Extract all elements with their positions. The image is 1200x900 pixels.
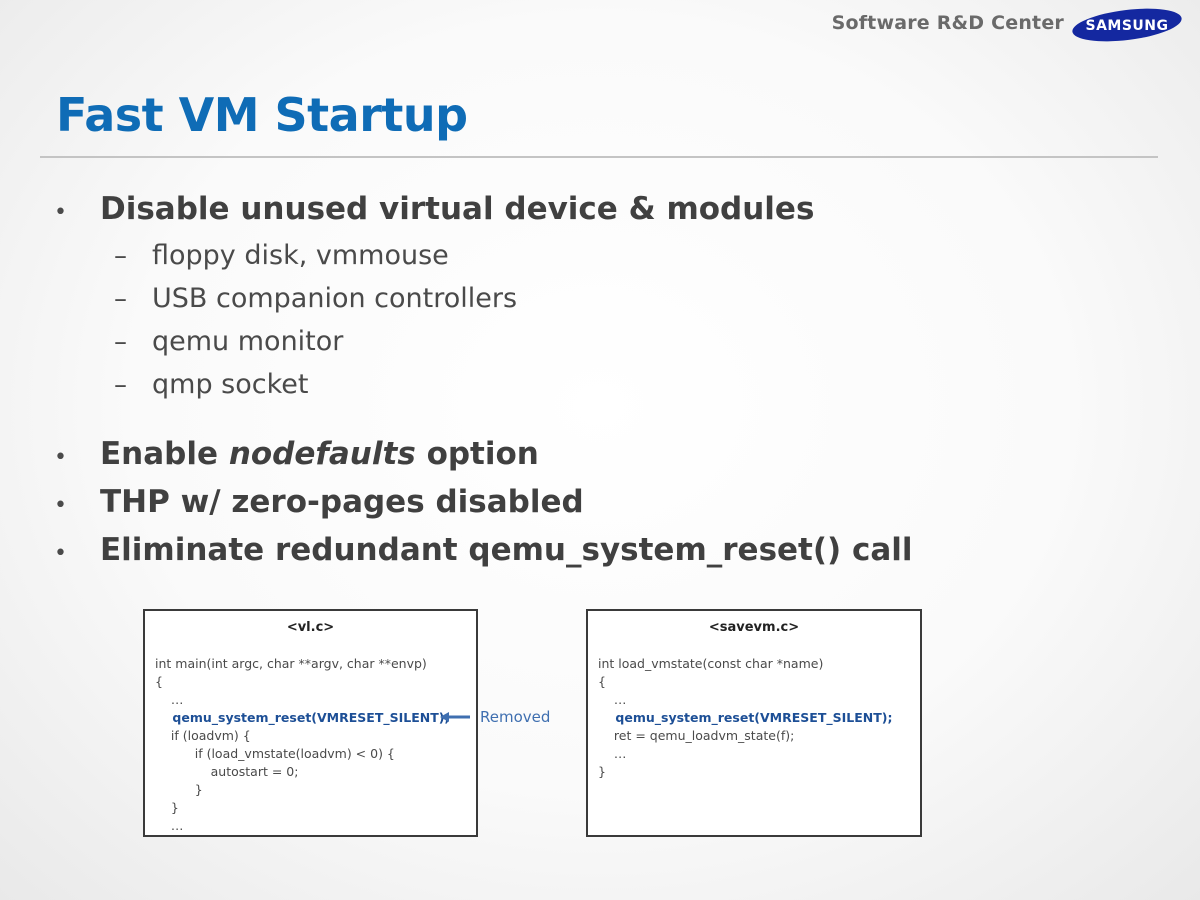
dash-glyph: – xyxy=(114,284,127,314)
sub-bullet-item: – floppy disk, vmmouse xyxy=(114,240,449,271)
sub-bullet-text: qmp socket xyxy=(152,369,309,400)
org-name: Software R&D Center xyxy=(831,12,1064,34)
code-line: int load_vmstate(const char *name) xyxy=(598,656,824,671)
sub-bullet-item: – qmp socket xyxy=(114,369,308,400)
sub-bullet-text: qemu monitor xyxy=(152,326,344,357)
code-listing: int main(int argc, char **argv, char **e… xyxy=(155,655,470,835)
code-line: if (load_vmstate(loadvm) < 0) { xyxy=(155,746,395,761)
bullet-item: • Disable unused virtual device & module… xyxy=(54,191,814,227)
code-line: } xyxy=(155,800,179,815)
bullet-text: Eliminate redundant qemu_system_reset() … xyxy=(100,532,913,568)
bullet-glyph: • xyxy=(54,541,67,566)
bullet-text-suffix: option xyxy=(415,436,539,472)
dash-glyph: – xyxy=(114,327,127,357)
code-line: … xyxy=(155,692,184,707)
dash-glyph: – xyxy=(114,241,127,271)
sub-bullet-text: floppy disk, vmmouse xyxy=(152,240,449,271)
code-line: { xyxy=(598,674,606,689)
page-title: Fast VM Startup xyxy=(56,88,468,142)
bullet-glyph: • xyxy=(54,445,67,470)
sub-bullet-text: USB companion controllers xyxy=(152,283,518,314)
code-line: … xyxy=(598,692,627,707)
code-line: } xyxy=(155,782,203,797)
bullet-text-prefix: Enable xyxy=(100,436,229,472)
title-divider xyxy=(40,156,1158,158)
dash-glyph: – xyxy=(114,370,127,400)
bullet-item: • THP w/ zero-pages disabled xyxy=(54,484,584,520)
code-box-vl-c: <vl.c> int main(int argc, char **argv, c… xyxy=(143,609,478,837)
code-line: autostart = 0; xyxy=(155,764,299,779)
sub-bullet-item: – qemu monitor xyxy=(114,326,343,357)
code-line-highlighted: qemu_system_reset(VMRESET_SILENT); xyxy=(598,710,893,725)
removed-label: Removed xyxy=(480,708,551,726)
bullet-text: THP w/ zero-pages disabled xyxy=(100,484,584,520)
bullet-glyph: • xyxy=(54,493,67,518)
code-line: if (loadvm) { xyxy=(155,728,251,743)
removed-arrow-icon xyxy=(440,712,470,722)
code-line: } xyxy=(598,764,606,779)
code-line-highlighted: qemu_system_reset(VMRESET_SILENT); xyxy=(155,710,450,725)
bullet-item: • Enable nodefaults option xyxy=(54,436,539,472)
code-line: … xyxy=(155,818,184,833)
code-box-title: <savevm.c> xyxy=(708,620,800,635)
sub-bullet-item: – USB companion controllers xyxy=(114,283,517,314)
bullet-glyph: • xyxy=(54,200,67,225)
code-line: int main(int argc, char **argv, char **e… xyxy=(155,656,427,671)
bullet-item: • Eliminate redundant qemu_system_reset(… xyxy=(54,532,913,568)
bullet-text: Disable unused virtual device & modules xyxy=(100,191,815,227)
code-listing: int load_vmstate(const char *name) { … q… xyxy=(598,655,914,781)
code-box-title: <vl.c> xyxy=(286,620,335,635)
code-line: … xyxy=(598,746,627,761)
logo-text: SAMSUNG xyxy=(1085,18,1168,34)
bullet-text-emphasis: nodefaults xyxy=(228,436,416,472)
samsung-logo: SAMSUNG xyxy=(1072,8,1182,42)
bullet-text: Enable nodefaults option xyxy=(100,436,539,472)
code-line: { xyxy=(155,674,163,689)
code-line: ret = qemu_loadvm_state(f); xyxy=(598,728,795,743)
code-box-savevm-c: <savevm.c> int load_vmstate(const char *… xyxy=(586,609,922,837)
